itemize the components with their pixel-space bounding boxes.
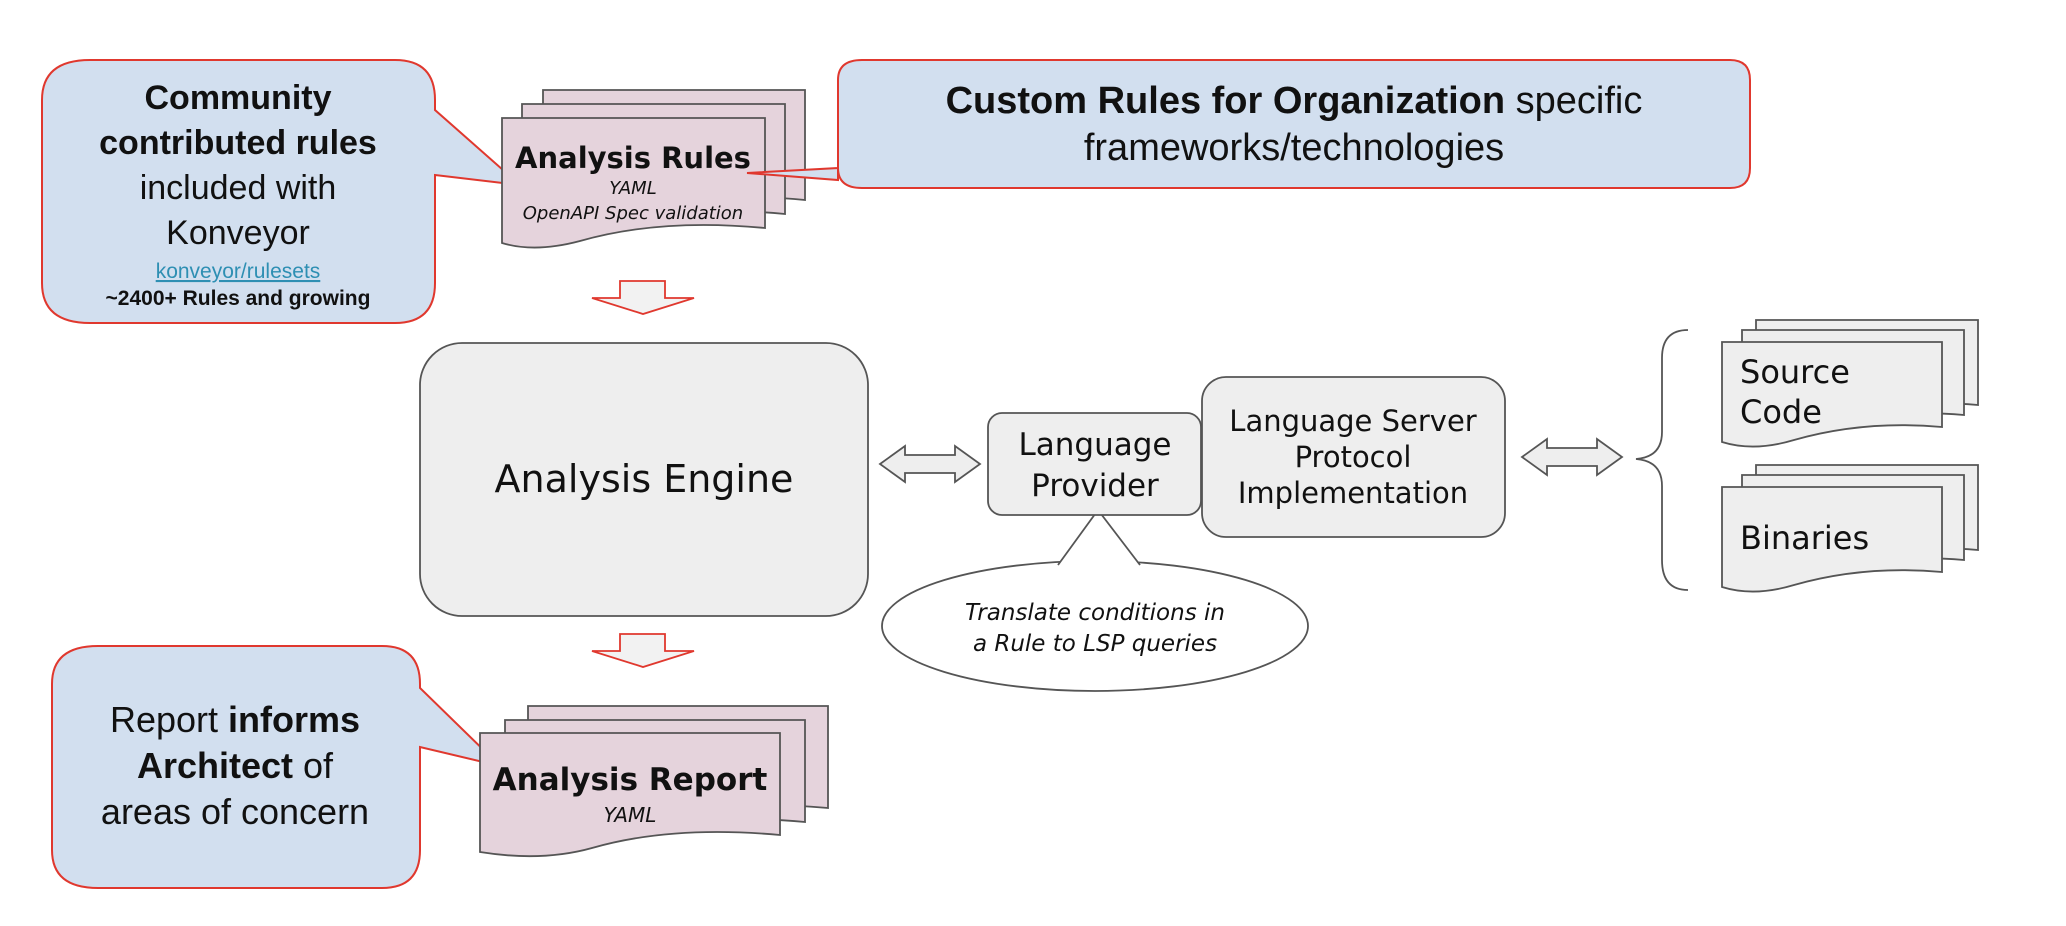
analysis-rules-spec: OpenAPI Spec validation — [523, 203, 743, 224]
down-arrow-report — [591, 633, 695, 668]
report-line3: areas of concern — [101, 791, 369, 832]
language-provider-line1: Language — [1019, 427, 1172, 463]
custom-rules-bold: Custom Rules for Organization — [946, 80, 1505, 122]
analysis-rules-title: Analysis Rules — [515, 141, 751, 175]
analysis-engine-label: Analysis Engine — [495, 457, 794, 501]
custom-rules-rest: specific — [1505, 80, 1642, 122]
custom-rules-line2: frameworks/technologies — [1084, 127, 1504, 169]
language-provider-line2: Provider — [1031, 468, 1159, 504]
community-text-line4: Konveyor — [166, 214, 310, 252]
community-text-line3: included with — [140, 169, 337, 207]
translate-note-line1: Translate conditions in — [965, 600, 1225, 626]
community-title-line1: Community — [145, 79, 332, 117]
rules-count: ~2400+ Rules and growing — [106, 287, 371, 310]
analysis-report-stack: Analysis Report YAML — [479, 705, 829, 858]
source-code-stack: Source Code — [1721, 319, 1979, 448]
report-line1: Report informs — [110, 699, 360, 740]
source-code-line1: Source — [1740, 353, 1850, 391]
report-line2: Architect of — [137, 745, 334, 786]
language-provider-box — [987, 412, 1202, 516]
lsp-line3: Implementation — [1238, 476, 1468, 510]
custom-rules-callout: Custom Rules for Organization specific f… — [746, 59, 1751, 189]
report-line1-plain: Report — [110, 699, 228, 740]
binaries-stack: Binaries — [1721, 464, 1979, 593]
lsp-line1: Language Server — [1229, 404, 1477, 438]
translate-note: Translate conditions in a Rule to LSP qu… — [881, 508, 1309, 692]
lsp-line2: Protocol — [1295, 440, 1412, 474]
community-rules-callout: Community contributed rules included wit… — [41, 59, 524, 324]
binaries-label: Binaries — [1740, 519, 1869, 557]
analysis-rules-doc — [501, 117, 766, 249]
down-arrow-rules — [591, 280, 695, 315]
community-title-line2: contributed rules — [99, 124, 377, 162]
translate-note-line2: a Rule to LSP queries — [973, 631, 1217, 657]
analysis-rules-stack: Analysis Rules YAML OpenAPI Spec validat… — [501, 89, 806, 249]
inputs-brace — [1635, 329, 1689, 591]
analysis-report-title: Analysis Report — [493, 762, 768, 798]
source-code-line2: Code — [1740, 393, 1822, 431]
report-callout: Report informs Architect of areas of con… — [51, 645, 504, 889]
report-line2-plain: of — [293, 745, 334, 786]
lsp-implementation-box — [1201, 376, 1506, 538]
analysis-report-doc — [479, 732, 781, 858]
binaries-doc — [1721, 486, 1943, 593]
custom-rules-line1: Custom Rules for Organization specific — [946, 80, 1643, 122]
rulesets-link[interactable]: konveyor/rulesets — [156, 260, 321, 283]
double-arrow-engine-provider — [878, 444, 982, 484]
report-line1-bold: informs — [228, 699, 360, 740]
report-line2-bold: Architect — [137, 745, 293, 786]
double-arrow-lsp-inputs — [1520, 437, 1624, 477]
analysis-report-format: YAML — [604, 803, 657, 827]
analysis-engine-box — [419, 342, 869, 617]
analysis-rules-format: YAML — [609, 178, 656, 199]
source-code-doc — [1721, 341, 1943, 448]
